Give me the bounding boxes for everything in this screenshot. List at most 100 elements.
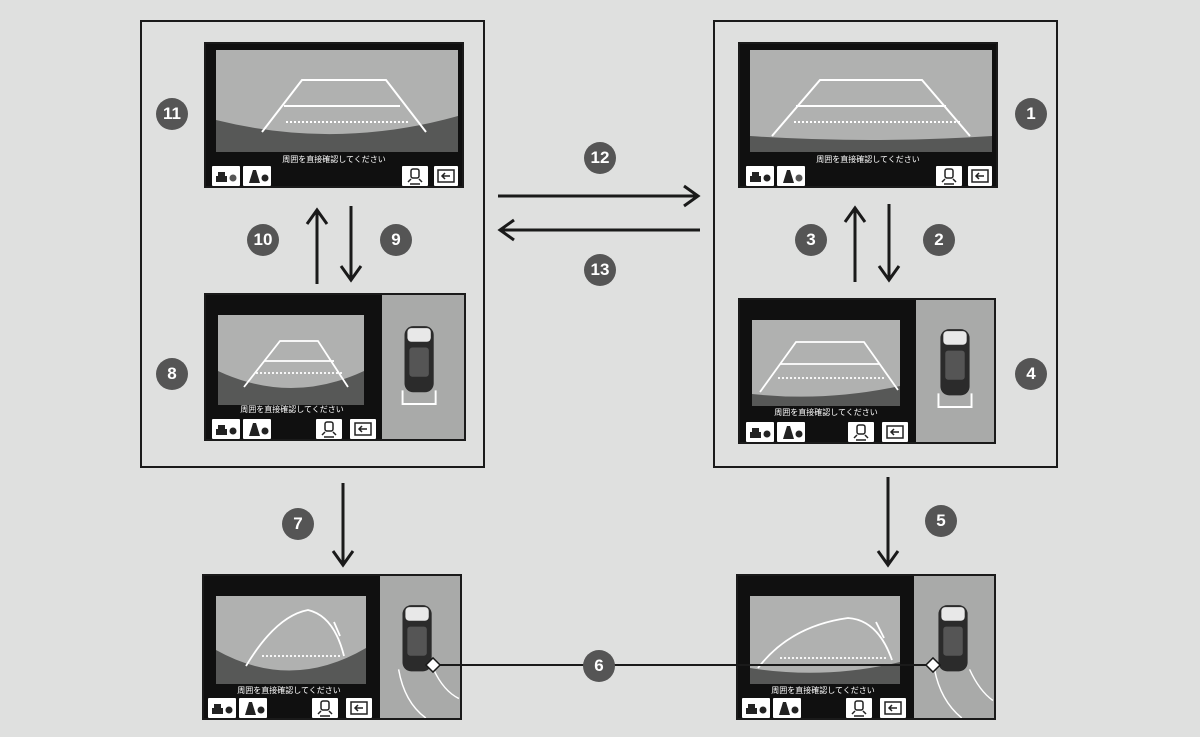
- warning-message: 周囲を直接確認してください: [240, 405, 344, 414]
- sonar-front-icon: [216, 425, 237, 435]
- back-button[interactable]: [880, 698, 906, 718]
- step-badge-2: 2: [923, 224, 955, 256]
- sonar-rear-icon: [783, 426, 803, 439]
- arrow-up: [304, 206, 330, 284]
- view-switch-icon: [851, 700, 867, 717]
- parking-guide-lines: [216, 79, 458, 152]
- step-badge-5: 5: [925, 505, 957, 537]
- sonar-rear-icon: [779, 702, 799, 715]
- view-switch-button[interactable]: [846, 698, 872, 718]
- arrow-down: [876, 204, 902, 284]
- step-badge-11: 11: [156, 98, 188, 130]
- overhead-view-panel: [380, 576, 460, 718]
- warning-message: 周囲を直接確認してください: [774, 408, 878, 417]
- arrow-down: [338, 206, 364, 284]
- arrow-left: [496, 218, 700, 242]
- step-badge-8: 8: [156, 358, 188, 390]
- rear-camera-view: [750, 50, 992, 152]
- back-button[interactable]: [434, 166, 458, 186]
- screen-turn-view-left: 周囲を直接確認してください: [202, 574, 462, 720]
- parking-guide-lines: [218, 340, 364, 405]
- overhead-view-panel: [914, 576, 994, 718]
- view-switch-icon: [853, 424, 869, 441]
- sonar-front-icon: [216, 172, 237, 182]
- step-badge-12: 12: [584, 142, 616, 174]
- sonar-front-button[interactable]: [208, 698, 236, 718]
- rear-camera-view: [218, 315, 364, 405]
- car-top-icon: [938, 605, 968, 672]
- sonar-front-icon: [746, 704, 767, 714]
- button-bar: [210, 166, 460, 186]
- back-icon: [886, 425, 904, 439]
- view-switch-button[interactable]: [848, 422, 874, 442]
- arrow-down: [330, 483, 356, 569]
- screen-split-view-right: 周囲を直接確認してください: [738, 298, 996, 444]
- screen-split-view-left: 周囲を直接確認してください: [204, 293, 466, 441]
- back-button[interactable]: [882, 422, 908, 442]
- rear-camera-view: [752, 320, 900, 406]
- view-switch-icon: [407, 168, 423, 185]
- sonar-rear-button[interactable]: [239, 698, 267, 718]
- step-badge-13: 13: [584, 254, 616, 286]
- back-icon: [884, 701, 902, 715]
- parking-guide-lines: [216, 609, 366, 684]
- arrow-down: [875, 477, 901, 569]
- sonar-rear-icon: [783, 170, 803, 183]
- warning-message: 周囲を直接確認してください: [816, 155, 920, 164]
- sonar-rear-button[interactable]: [773, 698, 801, 718]
- screen-rear-view-full-right: 周囲を直接確認してください: [738, 42, 998, 188]
- parking-guide-lines: [750, 617, 900, 684]
- screen-turn-view-right: 周囲を直接確認してください: [736, 574, 996, 720]
- vehicle-overhead-image: [397, 605, 460, 718]
- rear-camera-view: [216, 50, 458, 152]
- view-switch-button[interactable]: [402, 166, 428, 186]
- back-button[interactable]: [968, 166, 992, 186]
- step-badge-6: 6: [583, 650, 615, 682]
- sonar-rear-button[interactable]: [243, 419, 271, 439]
- button-bar: [744, 166, 994, 186]
- button-bar: [210, 419, 380, 439]
- back-icon: [971, 169, 989, 183]
- view-switch-button[interactable]: [936, 166, 962, 186]
- sonar-rear-icon: [245, 702, 265, 715]
- sonar-front-button[interactable]: [212, 166, 240, 186]
- car-top-icon: [404, 326, 434, 393]
- car-top-icon: [940, 329, 970, 396]
- sonar-rear-icon: [249, 423, 269, 436]
- arrow-up: [842, 204, 868, 282]
- back-icon: [354, 422, 372, 436]
- vehicle-overhead-image: [933, 605, 994, 718]
- sonar-front-icon: [750, 172, 771, 182]
- warning-message: 周囲を直接確認してください: [771, 686, 875, 695]
- sonar-front-button[interactable]: [746, 422, 774, 442]
- overhead-view-panel: [916, 300, 994, 442]
- overhead-view-panel: [382, 295, 464, 439]
- back-button[interactable]: [350, 419, 376, 439]
- view-switch-button[interactable]: [316, 419, 342, 439]
- button-bar: [208, 698, 378, 718]
- button-bar: [742, 698, 912, 718]
- step-badge-1: 1: [1015, 98, 1047, 130]
- vehicle-overhead-image: [401, 326, 437, 405]
- rear-camera-view: [750, 596, 900, 684]
- sonar-front-button[interactable]: [746, 166, 774, 186]
- sonar-front-icon: [750, 428, 771, 438]
- car-top-icon: [402, 605, 432, 672]
- sonar-front-button[interactable]: [742, 698, 770, 718]
- arrow-right: [498, 184, 704, 208]
- screen-rear-view-full-left: 周囲を直接確認してください: [204, 42, 464, 188]
- back-button[interactable]: [346, 698, 372, 718]
- warning-message: 周囲を直接確認してください: [282, 155, 386, 164]
- sonar-rear-button[interactable]: [243, 166, 271, 186]
- button-bar: [744, 422, 914, 442]
- back-icon: [350, 701, 368, 715]
- view-switch-icon: [317, 700, 333, 717]
- view-switch-icon: [941, 168, 957, 185]
- warning-message: 周囲を直接確認してください: [237, 686, 341, 695]
- rear-camera-view: [216, 596, 366, 684]
- parking-guide-lines: [752, 341, 900, 406]
- sonar-rear-button[interactable]: [777, 166, 805, 186]
- sonar-rear-button[interactable]: [777, 422, 805, 442]
- sonar-front-button[interactable]: [212, 419, 240, 439]
- view-switch-button[interactable]: [312, 698, 338, 718]
